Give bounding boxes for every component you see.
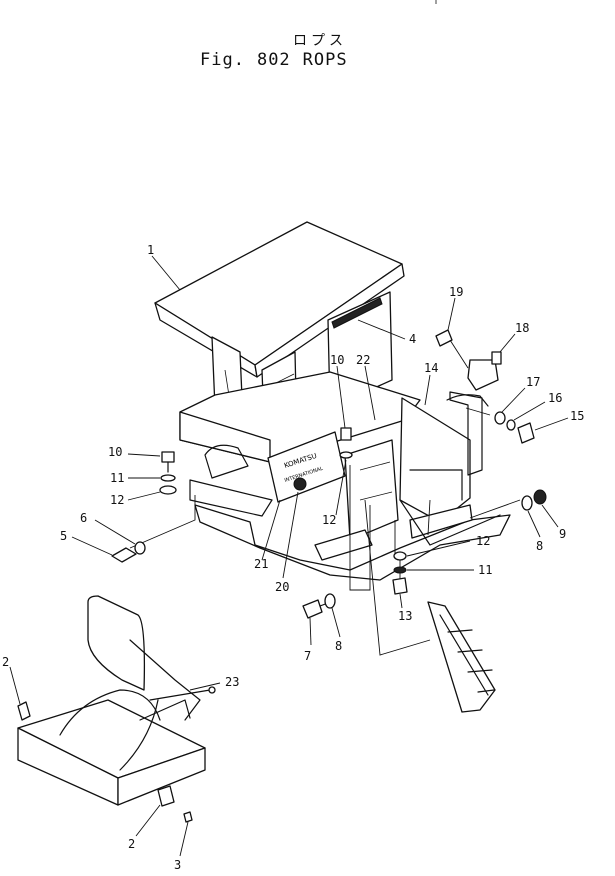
bolt-part-19	[435, 329, 453, 347]
washer-part-12-left	[159, 485, 177, 495]
left-fasteners	[111, 451, 177, 563]
lockwasher-part-11-left	[160, 474, 176, 482]
callout-17: 17	[526, 375, 540, 389]
washer-part-8-right	[521, 495, 533, 511]
figure-caption: Fig. 802 ROPS	[200, 50, 360, 70]
latch-part-2-lower	[157, 785, 175, 807]
callout-11-left: 11	[110, 471, 124, 485]
callout-2-upper: 2	[2, 655, 9, 669]
callout-10-left: 10	[108, 445, 122, 459]
callout-12-left: 12	[110, 493, 124, 507]
right-fasteners	[302, 489, 547, 619]
center-fasteners	[339, 427, 353, 459]
callout-16: 16	[548, 391, 562, 405]
nut-part-13	[392, 577, 408, 595]
callout-22: 22	[356, 353, 370, 367]
fig-number: 802	[256, 50, 291, 70]
bolt-part-15	[517, 422, 535, 444]
knob-part-20	[293, 477, 307, 491]
nut-part-9	[533, 489, 547, 505]
callout-12-center: 12	[322, 513, 336, 527]
pipe-assembly	[435, 329, 535, 444]
washer-part-8-lower	[324, 593, 336, 609]
fig-label: Fig.	[200, 50, 245, 70]
washer-part-12-right	[393, 551, 407, 561]
bolt-part-10-left	[161, 451, 175, 463]
callout-1: 1	[147, 243, 154, 257]
callout-21: 21	[254, 557, 268, 571]
washer-part-12-center	[339, 451, 353, 459]
callout-8-lower: 8	[335, 639, 342, 653]
callout-labels: 1 19 18 4 10 22 14 17 16 15 10 11 12 6 5…	[2, 243, 584, 872]
callout-8-right: 8	[536, 539, 543, 553]
bolt-part-5	[111, 547, 137, 563]
bolt-part-7	[302, 599, 323, 619]
lockwasher-part-11-right	[393, 566, 407, 574]
callout-2-lower: 2	[128, 837, 135, 851]
callout-23: 23	[225, 675, 239, 689]
callout-14: 14	[424, 361, 438, 375]
washer-part-17	[494, 411, 506, 425]
callout-10-center: 10	[330, 353, 344, 367]
callout-6: 6	[80, 511, 87, 525]
step-ladder	[427, 601, 496, 713]
japanese-title: ロプス	[293, 33, 347, 49]
callout-4: 4	[409, 332, 416, 346]
figure-name: ROPS	[302, 50, 348, 70]
figure-title: ロプス Fig. 802 ROPS	[0, 0, 615, 80]
seat-assembly	[17, 595, 216, 823]
callout-19: 19	[449, 285, 463, 299]
callout-7: 7	[304, 649, 311, 663]
washer-part-16	[506, 419, 516, 431]
callout-18: 18	[515, 321, 529, 335]
callout-3: 3	[174, 858, 181, 872]
callout-11-right: 11	[478, 563, 492, 577]
callout-13: 13	[398, 609, 412, 623]
latch-part-2-upper	[17, 701, 31, 721]
callout-5: 5	[60, 529, 67, 543]
callout-20: 20	[275, 580, 289, 594]
bolt-part-10-center	[340, 427, 352, 441]
washer-part-6	[134, 541, 146, 555]
callout-12-right: 12	[476, 534, 490, 548]
callout-9: 9	[559, 527, 566, 541]
callout-15: 15	[570, 409, 584, 423]
screw-part-3	[183, 811, 193, 823]
rops-canopy: KOMATSU INTERNATIONAL	[154, 221, 511, 581]
